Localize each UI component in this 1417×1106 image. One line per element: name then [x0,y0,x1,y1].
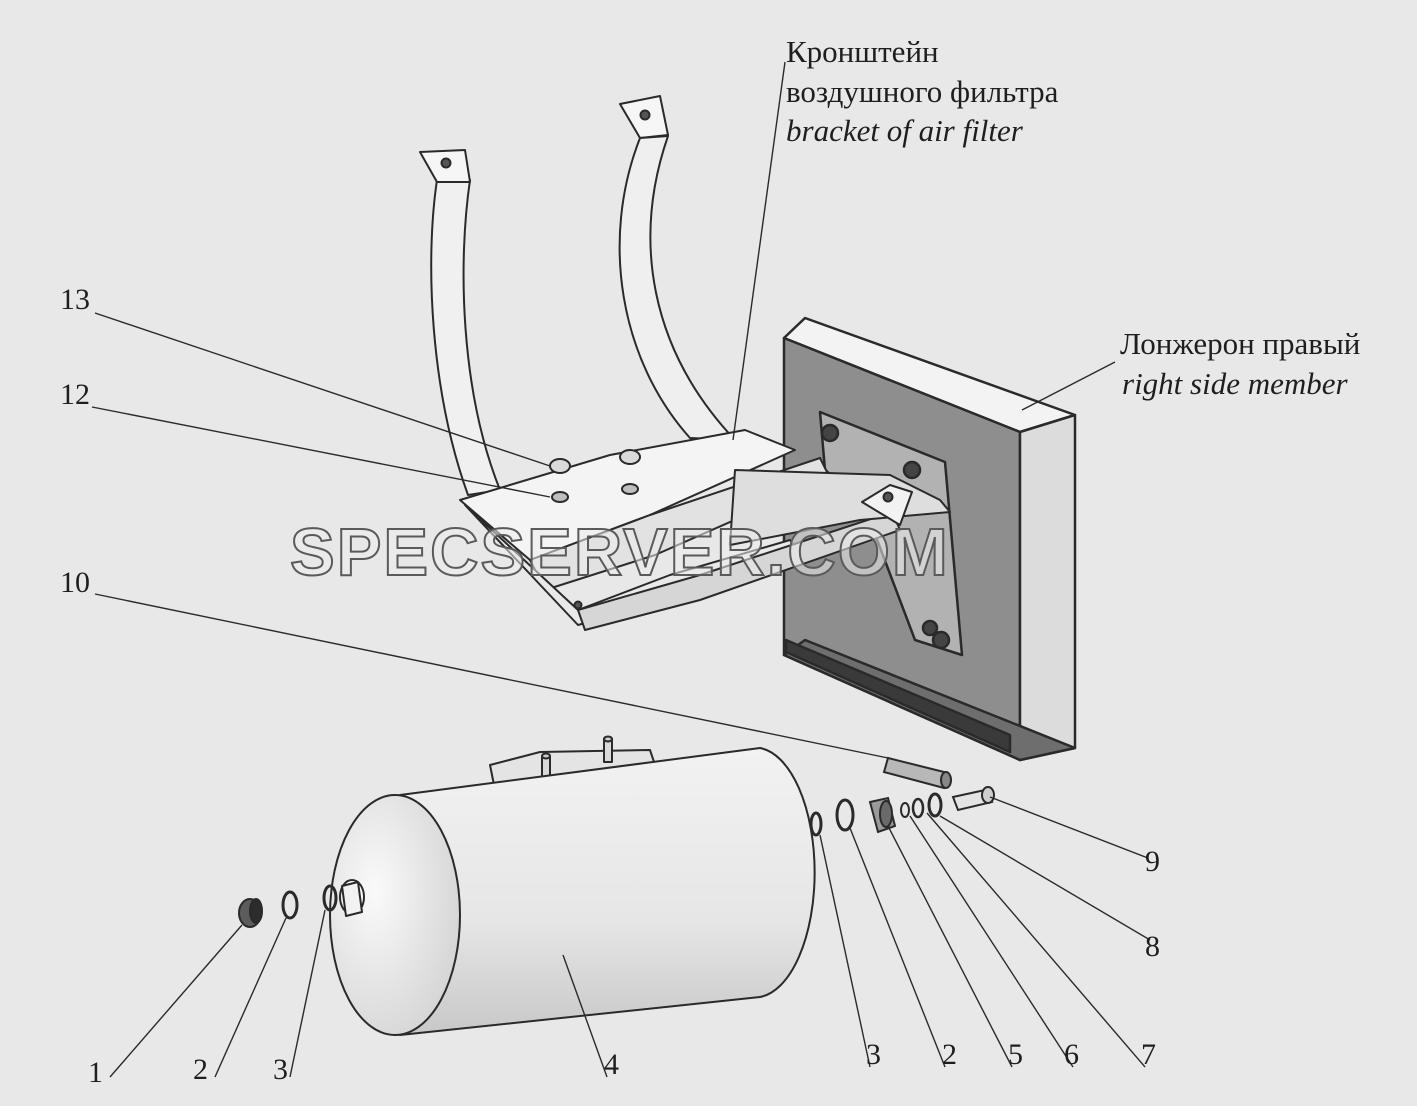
callout-3: 3 [273,1053,288,1086]
nut [619,449,641,465]
callout-13: 13 [60,283,90,316]
side-member [782,316,1077,762]
nut [549,458,571,474]
ring [835,798,855,832]
callout-6: 6 [1064,1038,1079,1071]
bolt-hole [931,630,951,650]
callout-12: 12 [60,378,90,411]
callout-4: 4 [604,1048,619,1081]
callout-5: 5 [1008,1038,1023,1071]
callout-2: 2 [193,1053,208,1086]
right-small-parts [809,756,995,837]
pipe [882,756,950,790]
member-label-ru: Лонжерон правый [1120,326,1361,361]
ring [322,884,338,912]
callout-1: 1 [88,1056,103,1089]
air-filter-bracket [419,95,951,631]
bracket-label-ru-line2: воздушного фильтра [786,74,1059,109]
callout-3-right: 3 [866,1038,881,1071]
callout-8: 8 [1145,930,1160,963]
callout-7: 7 [1141,1038,1156,1071]
callout-2-right: 2 [942,1038,957,1071]
bolt-hole [902,460,922,480]
member-label-en: right side member [1122,366,1348,401]
bolt-hole [820,423,840,443]
callout-9: 9 [1145,845,1160,878]
bolt-hole [921,619,939,637]
washer [621,483,639,495]
bracket-label-ru-line1: Кронштейн [786,34,939,69]
callout-10: 10 [60,566,90,599]
ring [281,890,299,920]
left-small-parts [238,884,338,928]
washer [551,491,569,503]
receiver-tank [329,735,816,1036]
ring [809,811,823,837]
watermark: SPECSERVER.COM [289,515,950,590]
leader-lines [91,61,1151,1078]
bracket-label-en: bracket of air filter [786,113,1023,148]
